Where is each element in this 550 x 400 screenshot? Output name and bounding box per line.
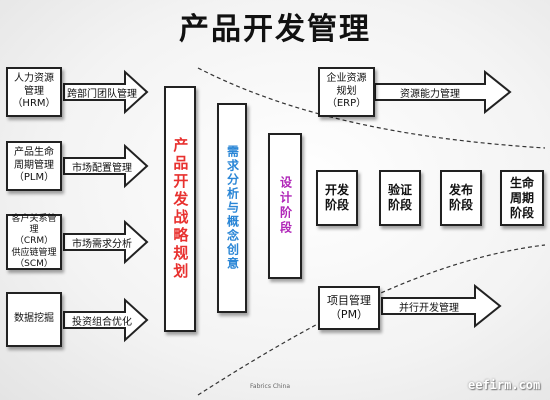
pm-arrow-label: 并行开发管理 — [399, 302, 459, 314]
hrm-box: 人力资源管理（HRM） — [6, 67, 62, 117]
plm-arrow-label: 市场配置管理 — [72, 162, 132, 174]
pm-line-1: 项目管理 — [327, 294, 371, 308]
arrow-crm — [63, 219, 149, 265]
data-mining-box: 数据挖掘 — [6, 292, 62, 347]
crm-arrow-label: 市场需求分析 — [72, 238, 132, 250]
erp-arrow-label: 资源能力管理 — [400, 88, 460, 100]
stage-validation: 验证阶段 — [379, 170, 421, 226]
arrow-erp — [374, 69, 512, 115]
watermark-text: Fabrics China — [250, 383, 290, 390]
scm-line-1: 供应链管理 — [11, 247, 57, 258]
hrm-line-2: 管理 — [23, 85, 44, 97]
stage-development-label: 开发阶段 — [324, 183, 349, 212]
data-mining-line: 数据挖掘 — [14, 313, 54, 325]
plm-line-1: 产品生命 — [13, 147, 54, 159]
stage-release-label: 发布阶段 — [448, 183, 473, 212]
scm-line-2: （SCM） — [15, 258, 53, 269]
stage-validation-label: 验证阶段 — [387, 183, 412, 212]
strategy-text: 产品开发战略规划 — [171, 137, 190, 281]
crm-scm-box: 客户关系管理（CRM）供应链管理（SCM） — [6, 214, 62, 270]
site-watermark: eefirm.com — [468, 378, 541, 392]
hrm-line-3: （HRM） — [12, 98, 56, 110]
plm-line-3: （PLM） — [13, 172, 55, 184]
funnel-top-curve — [197, 67, 546, 149]
erp-line-2: 规划 — [336, 85, 357, 97]
arrow-pm — [381, 283, 502, 329]
stage-development: 开发阶段 — [316, 170, 358, 226]
crm-line-2: （CRM） — [14, 236, 54, 247]
erp-line-1: 企业资源 — [326, 73, 367, 85]
erp-line-3: （ERP） — [326, 98, 367, 110]
strategy-box: 产品开发战略规划 — [164, 86, 196, 332]
arrow-hrm — [63, 69, 149, 115]
arrow-plm — [63, 143, 149, 189]
stage-lifecycle: 生命周期阶段 — [500, 170, 544, 226]
demand-text: 需求分析与概念创意 — [225, 145, 240, 271]
plm-line-2: 周期管理 — [13, 159, 54, 171]
pm-line-2: （PM） — [329, 308, 369, 321]
arrow-data-mining — [63, 297, 149, 343]
crm-line-1: 客户关系管理 — [11, 213, 57, 236]
pm-box: 项目管理（PM） — [318, 286, 380, 330]
design-text: 设计阶段 — [278, 176, 293, 236]
erp-box: 企业资源规划（ERP） — [318, 67, 375, 117]
hrm-line-1: 人力资源 — [13, 73, 54, 85]
stage-lifecycle-label: 生命周期阶段 — [509, 175, 534, 220]
data-mining-arrow-label: 投资组合优化 — [72, 316, 132, 328]
demand-box: 需求分析与概念创意 — [217, 103, 247, 313]
hrm-arrow-label: 跨部门团队管理 — [67, 88, 137, 100]
design-box: 设计阶段 — [268, 133, 302, 279]
page-title: 产品开发管理 — [179, 12, 371, 47]
plm-box: 产品生命周期管理（PLM） — [6, 141, 62, 191]
stage-release: 发布阶段 — [440, 170, 482, 226]
